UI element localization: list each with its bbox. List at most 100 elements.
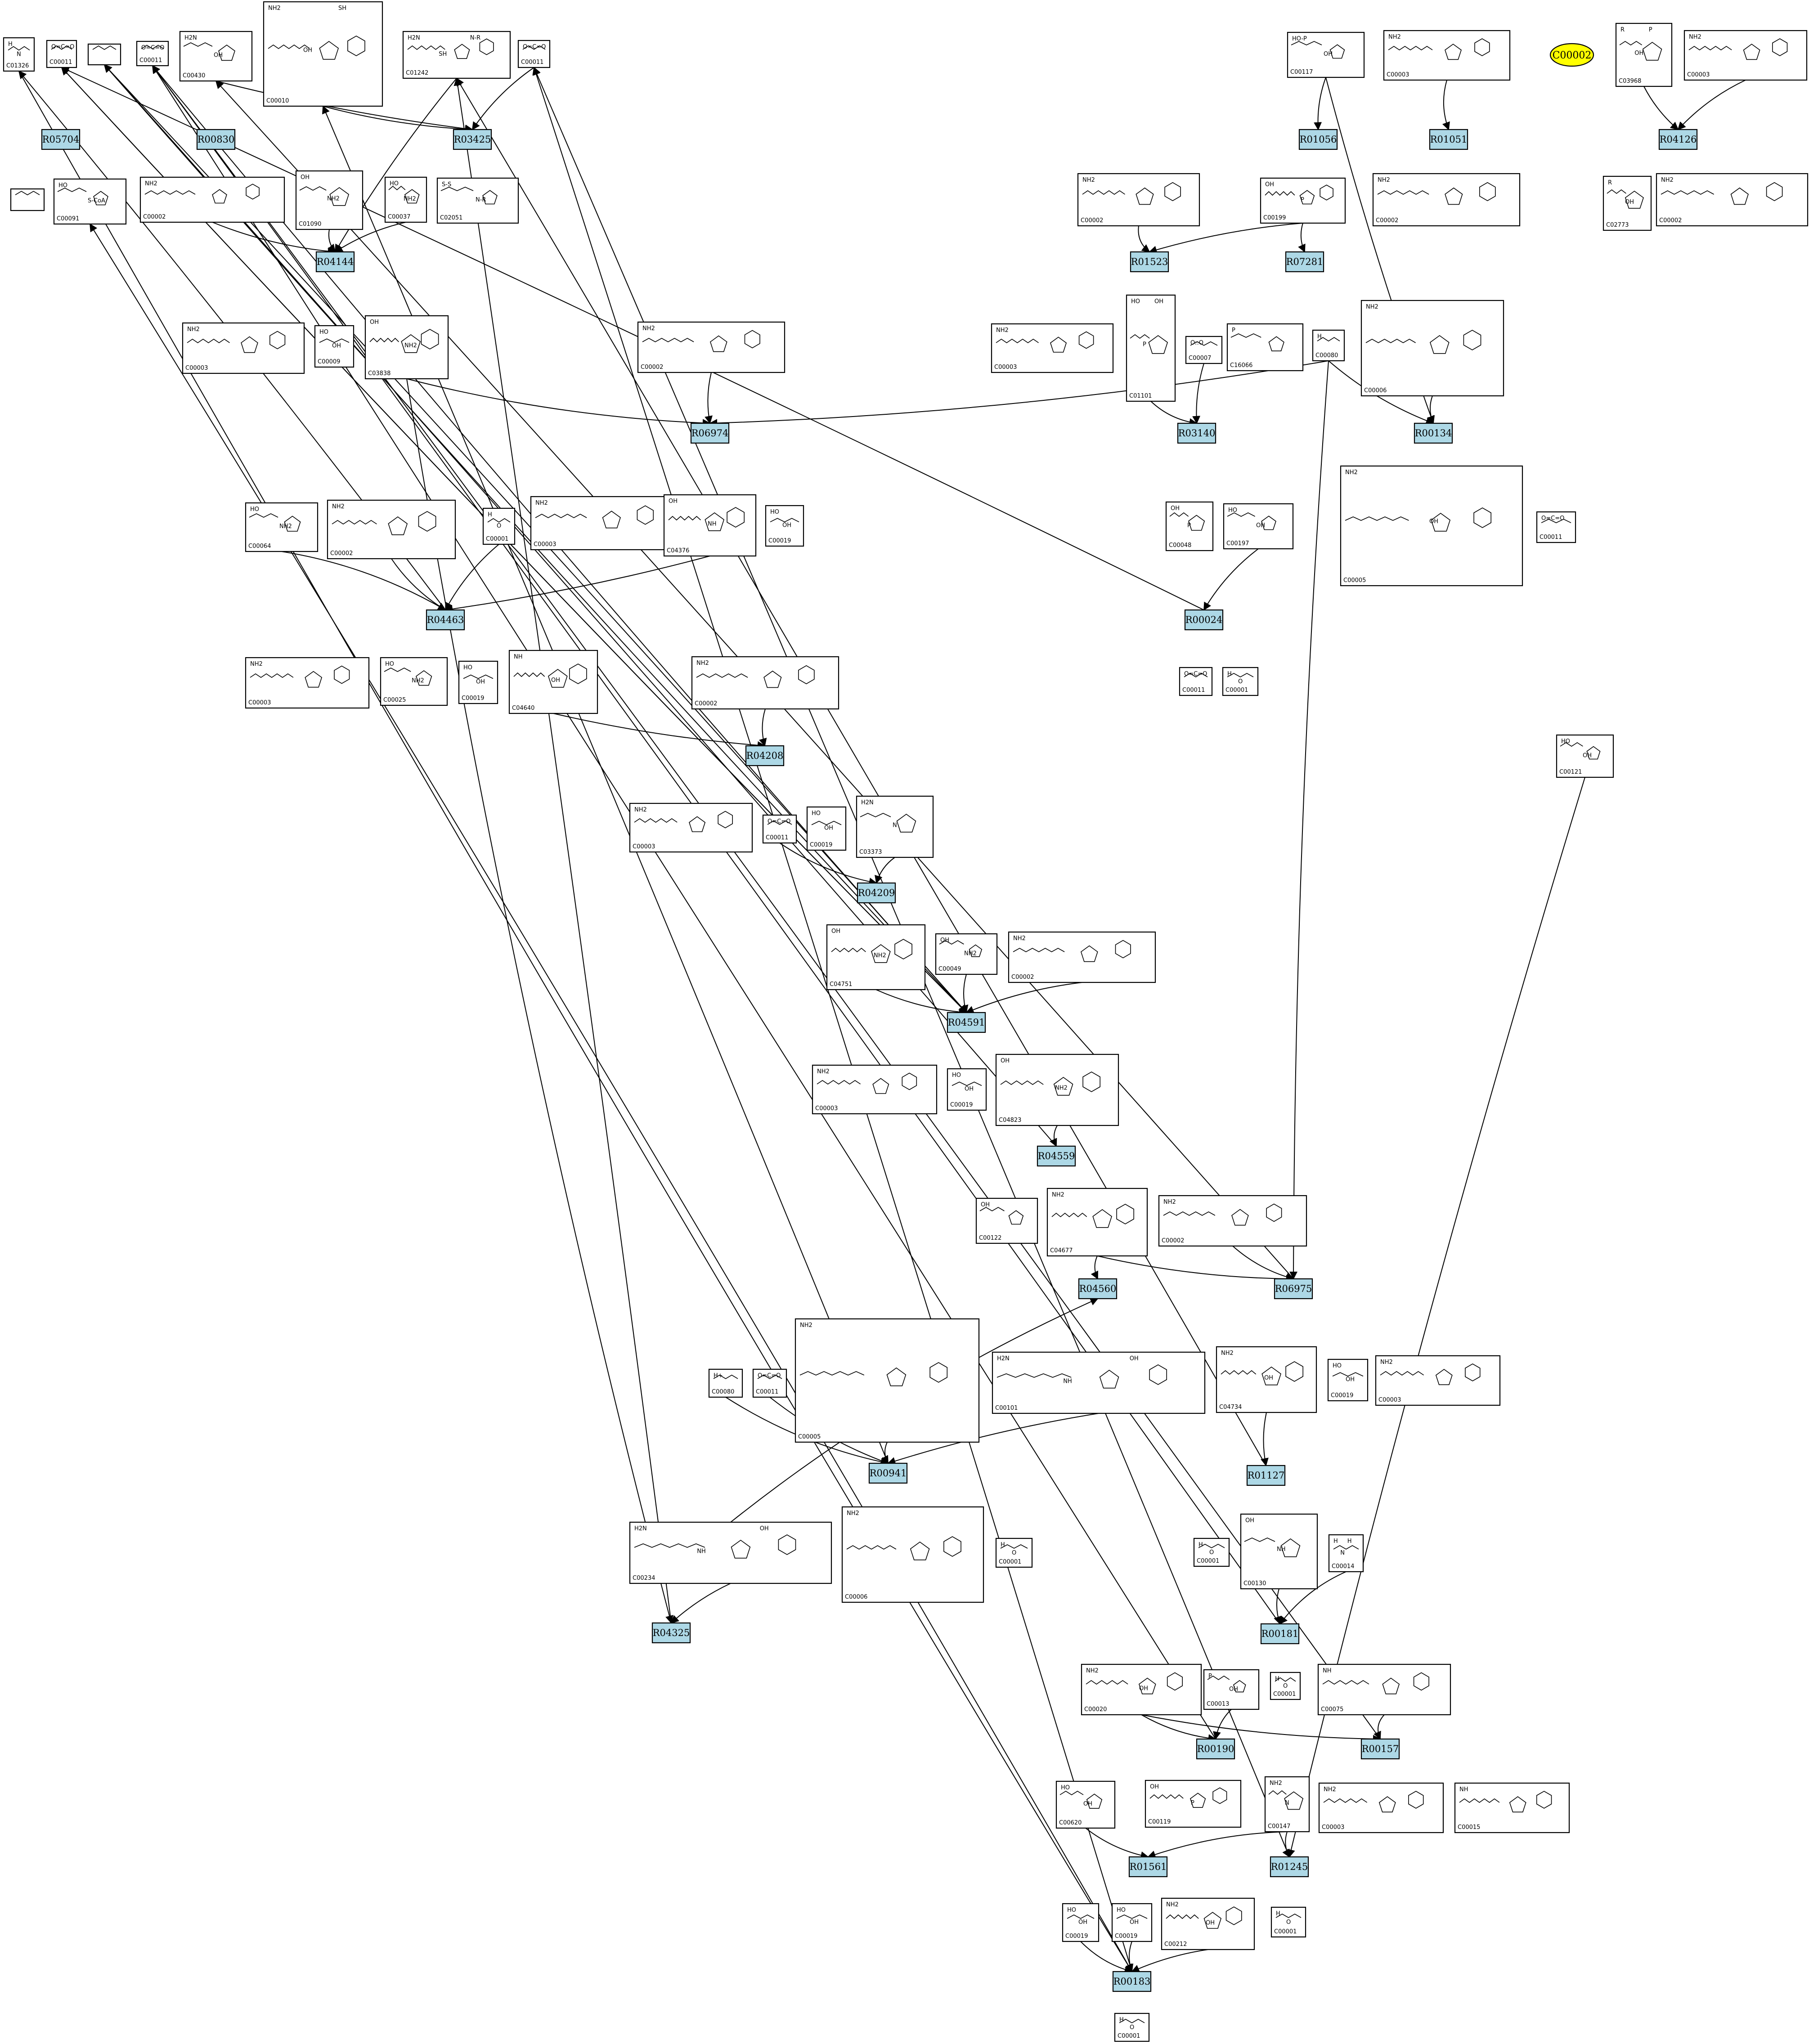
reaction-node[interactable]: R04463 (426, 609, 465, 631)
reaction-node[interactable]: R01245 (1270, 1856, 1309, 1878)
reaction-node[interactable]: R04559 (1037, 1145, 1076, 1167)
reaction-node[interactable]: R06974 (690, 422, 730, 444)
reaction-node[interactable]: R03425 (453, 129, 492, 150)
reaction-node[interactable]: R00157 (1360, 1738, 1400, 1760)
reaction-node[interactable]: R01051 (1429, 129, 1468, 150)
reaction-node[interactable]: R01056 (1298, 129, 1338, 150)
compound-node[interactable] (10, 188, 45, 211)
reaction-node[interactable]: R00181 (1260, 1623, 1300, 1645)
reaction-node[interactable]: R01523 (1130, 251, 1169, 273)
reaction-node[interactable]: R04144 (315, 251, 355, 273)
reaction-node[interactable]: R04560 (1078, 1278, 1118, 1300)
reaction-node[interactable]: R00941 (868, 1462, 908, 1484)
highlight-node[interactable]: C00002 (1549, 43, 1594, 67)
reaction-node[interactable]: R00024 (1184, 609, 1224, 631)
reaction-node[interactable]: R03140 (1177, 422, 1216, 444)
reaction-node[interactable]: R00190 (1196, 1738, 1235, 1760)
reaction-node[interactable]: R04591 (947, 1012, 986, 1033)
reaction-node[interactable]: R04209 (857, 882, 896, 904)
reaction-node[interactable]: R04208 (745, 745, 785, 766)
reaction-node[interactable]: R07281 (1285, 251, 1324, 273)
reaction-node[interactable]: R04325 (651, 1622, 691, 1644)
reaction-node[interactable]: R01127 (1246, 1465, 1286, 1486)
reaction-node[interactable]: R05704 (41, 129, 81, 150)
